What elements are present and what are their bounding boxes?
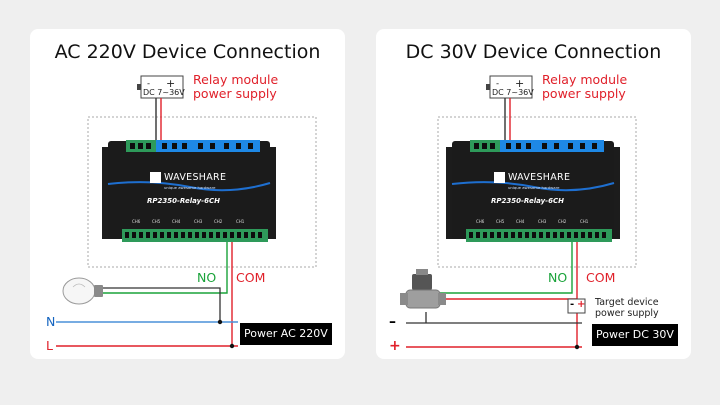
ac-n-label: N [46, 314, 56, 329]
relay-board-icon [446, 140, 620, 242]
dc-ch-label: CH5 [496, 219, 505, 224]
ac-ch-label: CH5 [152, 219, 161, 224]
ac-neutral-return-wire [102, 287, 221, 322]
ac-psu-voltage: DC 7~36V [143, 88, 185, 97]
target-psu-icon [567, 298, 586, 314]
psu-module-icon [137, 75, 184, 99]
solenoid-valve-icon [400, 269, 446, 309]
ac-board-model: RP2350-Relay-6CH [147, 197, 220, 205]
ac-wiring-diagram [56, 75, 317, 349]
dc-board-model: RP2350-Relay-6CH [491, 197, 564, 205]
dc-ch-label: CH4 [516, 219, 525, 224]
dc-ch-label: CH6 [476, 219, 485, 224]
ac-brand-logo: WAVESHARE [164, 172, 227, 183]
ac-relay-supply-label: Relay module power supply [193, 72, 279, 101]
psu-module-icon [486, 75, 533, 99]
ac-ch-label: CH1 [236, 219, 245, 224]
dc-no-wire [440, 242, 573, 294]
ac-ch-label: CH2 [214, 219, 223, 224]
ac-ch-label: CH6 [132, 219, 141, 224]
dc-plus-label: + [389, 338, 401, 354]
dc-ch-label: CH2 [558, 219, 567, 224]
dc-com-label: COM [586, 270, 616, 285]
dc-target-minus: - [570, 299, 575, 310]
ac-com-label: COM [236, 270, 266, 285]
ac-ch-label: CH4 [172, 219, 181, 224]
light-bulb-icon [62, 277, 103, 305]
dc-ch-label: CH3 [538, 219, 547, 224]
ac-power-label: Power AC 220V [240, 323, 332, 345]
dc-target-supply-label: Target device power supply [595, 297, 659, 319]
ac-panel-title: AC 220V Device Connection [54, 41, 321, 63]
dc-brand-tagline: unique awesome hardware [508, 185, 560, 190]
dc-panel-title: DC 30V Device Connection [405, 41, 662, 63]
dc-psu-minus: - [496, 79, 500, 89]
ac-no-wire [102, 242, 228, 294]
ac-connection-panel: AC 220V Device Connection [30, 29, 345, 359]
dc-target-plus: + [577, 299, 586, 310]
ac-no-label: NO [197, 270, 217, 285]
ac-ch-label: CH3 [194, 219, 203, 224]
dc-ch-label: CH1 [580, 219, 589, 224]
dc-psu-voltage: DC 7~36V [492, 88, 534, 97]
dc-connection-panel: DC 30V Device Connection [376, 29, 691, 359]
dc-wiring-diagram [400, 75, 637, 350]
ac-psu-minus: - [147, 79, 151, 89]
relay-board-icon [102, 140, 276, 242]
dc-psu-plus: + [515, 77, 525, 90]
dc-minus-label: – [389, 314, 396, 330]
dc-brand-logo: WAVESHARE [508, 172, 571, 183]
dc-power-label: Power DC 30V [592, 324, 678, 346]
dc-no-label: NO [548, 270, 568, 285]
dc-relay-supply-label: Relay module power supply [542, 72, 628, 101]
ac-l-label: L [46, 338, 53, 353]
ac-psu-plus: + [166, 77, 176, 90]
ac-brand-tagline: unique awesome hardware [164, 185, 216, 190]
